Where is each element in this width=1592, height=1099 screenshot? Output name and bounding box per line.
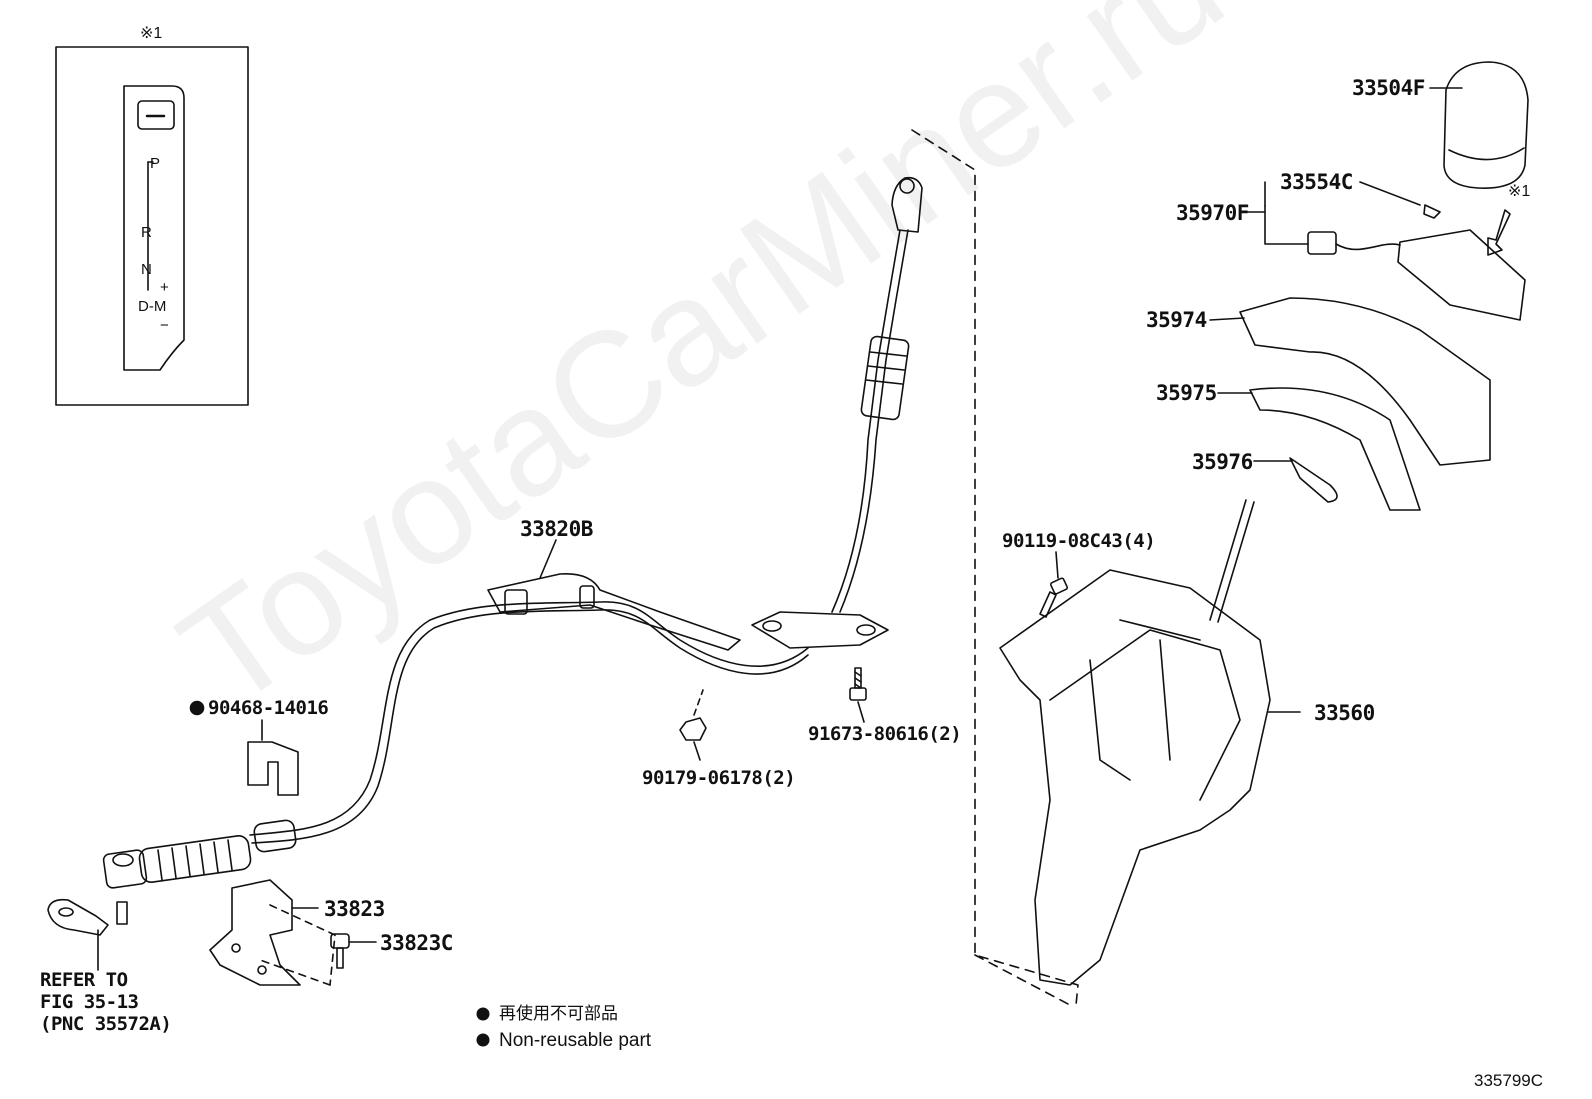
arrow-marker	[1487, 209, 1511, 256]
legend-dot-jp	[476, 1007, 490, 1021]
gear-label-minus: −	[160, 317, 169, 334]
refer-line-3: (PNC 35572A)	[40, 1013, 172, 1035]
part-label-35976: 35976	[1192, 450, 1253, 474]
part-label-90119: 90119-08C43(4)	[1002, 530, 1156, 552]
legend-jp: 再使用不可部品	[499, 1004, 618, 1023]
bolt-91673	[849, 667, 867, 701]
cable-bracket-plate	[751, 611, 889, 649]
shift-cable	[249, 601, 809, 836]
cover-35974	[1239, 297, 1491, 466]
part-label-33823C: 33823C	[380, 931, 453, 955]
cable-end	[891, 176, 923, 233]
gear-label-dm: D-M	[138, 298, 167, 315]
part-label-33560: 33560	[1314, 701, 1375, 725]
part-label-33504F: 33504F	[1352, 76, 1425, 100]
shift-panel	[123, 85, 185, 371]
upper-cable	[831, 229, 901, 613]
clip-90468	[247, 741, 299, 796]
bracket-35970F	[1264, 205, 1309, 245]
gear-label-p: P	[150, 155, 161, 172]
part-label-90468: 90468-14016	[208, 697, 329, 719]
cable-adjuster	[860, 335, 910, 421]
plate-35975	[1249, 387, 1421, 511]
bolt-90119	[1039, 577, 1069, 618]
legend-en: Non-reusable part	[499, 1030, 652, 1051]
refer-line-1: REFER TO	[40, 969, 128, 991]
part-label-33823: 33823	[324, 897, 385, 921]
inset-marker: ※1	[140, 25, 163, 42]
part-label-33820B: 33820B	[520, 517, 593, 541]
dashed-ref-main	[911, 129, 1079, 1006]
gear-label-n: N	[141, 261, 152, 278]
shift-panel-35970F	[1397, 229, 1526, 321]
inset-frame	[55, 46, 249, 406]
gear-label-plus: +	[160, 279, 169, 296]
slider-35976	[1289, 457, 1338, 503]
shifter-33560	[999, 569, 1271, 986]
shift-lever	[1209, 499, 1247, 621]
bracket-33823	[209, 879, 301, 986]
refer-lever	[47, 898, 109, 936]
part-label-35974: 35974	[1146, 308, 1207, 332]
shift-cable-outer	[251, 609, 809, 844]
shift-knob-33504F	[1443, 61, 1529, 189]
clip-33554C	[1423, 204, 1441, 219]
cable-bracket-33820B	[487, 573, 741, 651]
marker-right: ※1	[1508, 183, 1531, 200]
cable-boot	[102, 819, 297, 889]
nut-90179	[679, 717, 707, 741]
refer-line-2: FIG 35-13	[40, 991, 139, 1013]
diagram-id: 335799C	[1474, 1071, 1544, 1090]
shift-button	[137, 100, 175, 130]
bolt-33823C	[330, 933, 350, 969]
part-label-91673: 91673-80616(2)	[808, 723, 962, 745]
part-label-90179: 90179-06178(2)	[642, 767, 796, 789]
part-label-35975: 35975	[1156, 381, 1217, 405]
legend-dot-en	[476, 1033, 490, 1047]
part-label-35970F: 35970F	[1176, 201, 1249, 225]
gear-label-r: R	[141, 224, 152, 241]
part-label-33554C: 33554C	[1280, 170, 1353, 194]
